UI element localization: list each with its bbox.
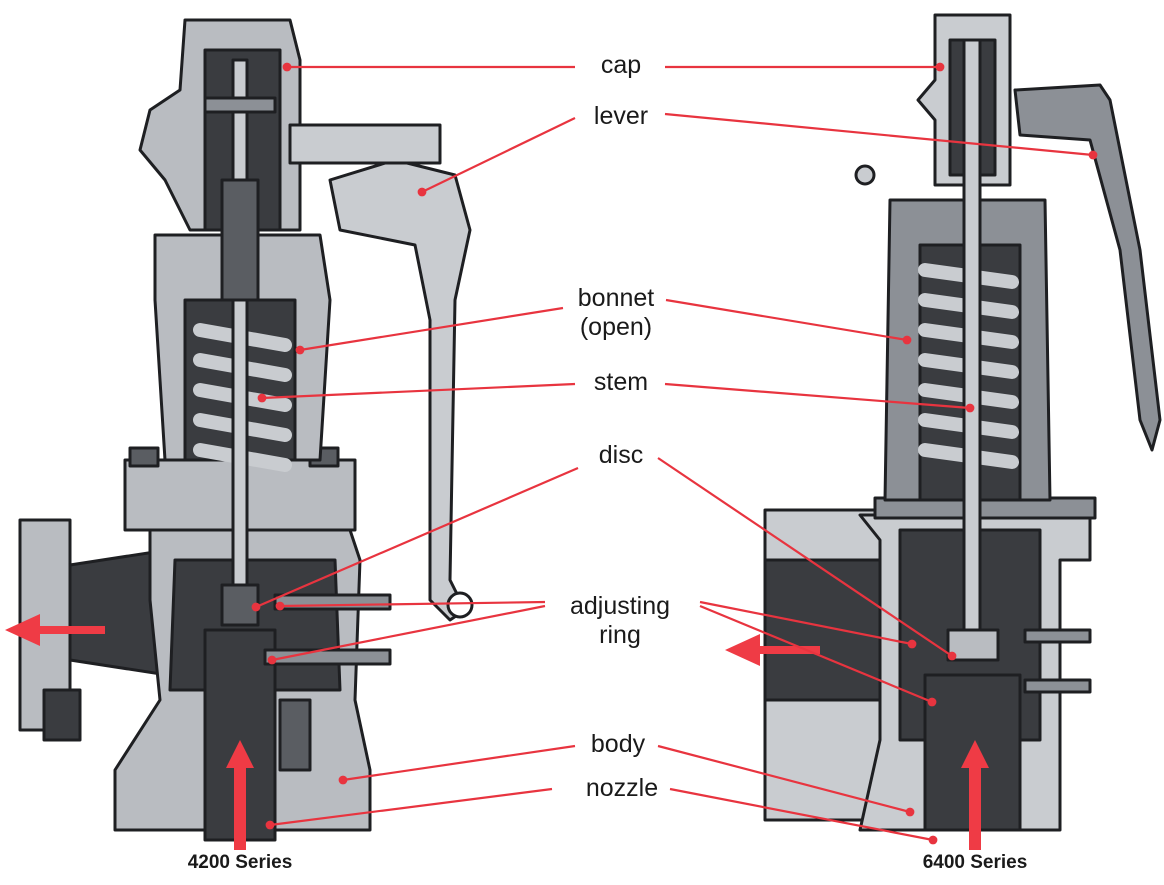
disc-right: [946, 628, 1000, 662]
flow-arrows: [5, 614, 989, 850]
valve-6400: [763, 13, 1162, 832]
inlet-arrow-left: [226, 740, 254, 850]
outlet-arrow-left: [5, 614, 105, 646]
leader-body-right: [657, 744, 915, 817]
series-label-left: 4200 Series: [187, 852, 293, 873]
lever-right: [1013, 83, 1162, 452]
label-adjusting-line2: ring: [599, 621, 641, 649]
label-lever: lever: [593, 102, 649, 130]
label-bonnet: bonnet (open): [566, 284, 666, 342]
leader-body-left: [338, 744, 576, 785]
stem-right: [962, 38, 982, 642]
outlet-arrow-right: [725, 634, 820, 666]
leader-lever-left: [417, 117, 576, 197]
label-cap: cap: [600, 51, 642, 79]
leader-nozzle-left: [265, 787, 553, 830]
leader-adjust-left-1: [275, 600, 546, 611]
label-nozzle: nozzle: [585, 774, 659, 802]
valve-4200: [18, 18, 474, 842]
inlet-arrow-right: [961, 740, 989, 850]
disc-left: [220, 583, 260, 627]
leader-adjust-left-2: [267, 604, 546, 665]
label-bonnet-line2: (open): [579, 313, 653, 341]
leader-disc-left: [251, 466, 579, 612]
leader-stem-left: [257, 382, 576, 403]
stem-left: [231, 58, 249, 602]
label-adjusting-line1: adjusting: [569, 592, 671, 620]
label-disc: disc: [598, 441, 644, 469]
leader-bonnet-left: [295, 306, 564, 355]
leader-adjust-right-2: [699, 604, 937, 707]
label-bonnet-line1: bonnet: [577, 284, 655, 312]
leader-lever-right: [664, 112, 1098, 160]
leader-nozzle-right: [669, 787, 938, 845]
label-body: body: [590, 730, 646, 758]
label-stem: stem: [593, 368, 649, 396]
leader-bonnet-right: [665, 298, 912, 345]
leader-lines: [251, 62, 1098, 845]
nozzle-left: [203, 628, 277, 842]
series-label-right: 6400 Series: [922, 852, 1028, 873]
leader-disc-right: [657, 457, 957, 661]
leader-stem-right: [664, 382, 975, 413]
label-adjusting-ring: adjusting ring: [550, 592, 690, 650]
leader-adjust-right-1: [699, 600, 917, 649]
